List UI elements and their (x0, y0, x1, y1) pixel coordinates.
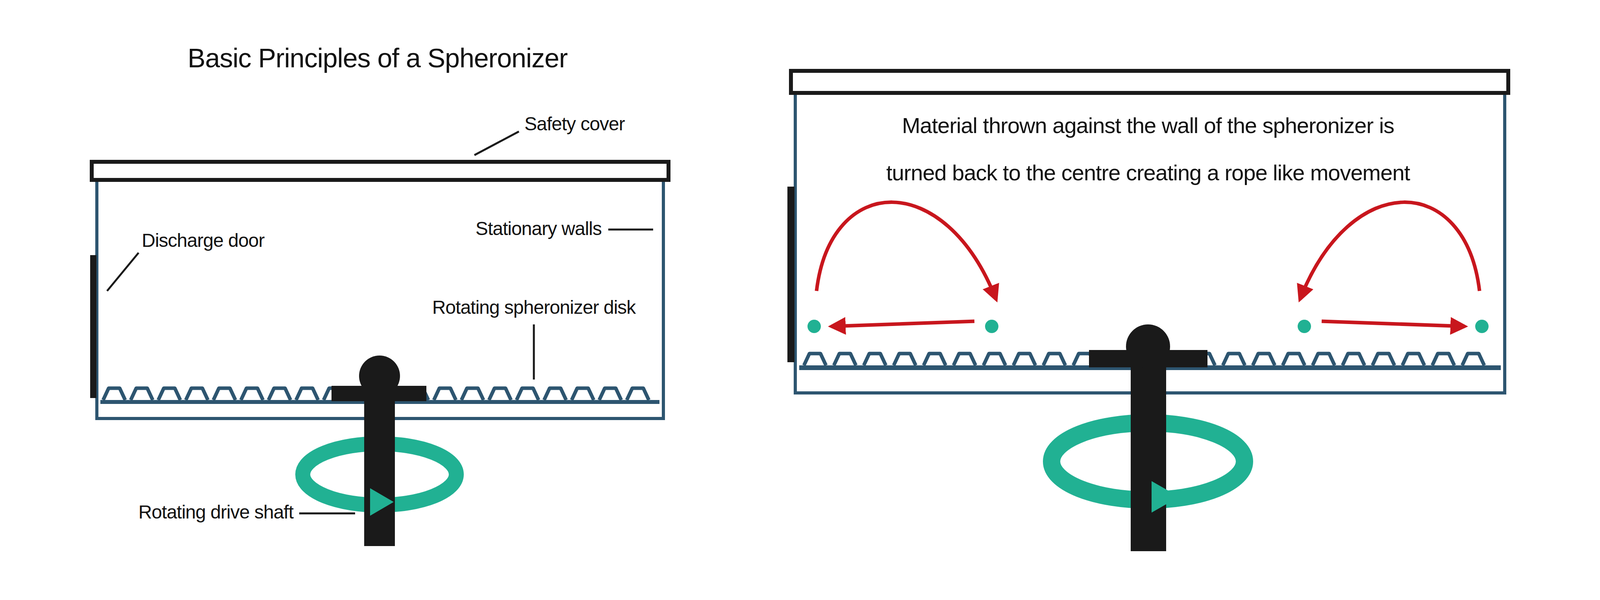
drive-shaft (364, 393, 395, 547)
throw-arrow (1321, 321, 1465, 327)
leader-line (107, 252, 139, 291)
disk-ridge (863, 353, 886, 366)
drive-shaft (1130, 362, 1167, 552)
leader-line (608, 228, 654, 231)
right-spheronizer (787, 70, 1509, 552)
explanatory-note: Material thrown against the wall of the … (801, 101, 1495, 197)
disk-ridge (1013, 353, 1036, 366)
disk-ridge (516, 388, 539, 400)
disk-ridge (1252, 353, 1275, 366)
material-particle (985, 319, 999, 334)
disk-ridge (803, 353, 826, 366)
part-label: Discharge door (141, 229, 265, 252)
part-label: Rotating drive shaft (138, 501, 294, 523)
safety-cover (790, 70, 1509, 93)
disk-ridge (626, 388, 649, 400)
disk-ridge (158, 388, 181, 400)
disk-ridge (1043, 353, 1066, 366)
disk-ridge (213, 388, 236, 400)
material-particle (1297, 319, 1312, 334)
part-label: Safety cover (524, 112, 625, 135)
disk-ridge (1462, 353, 1485, 366)
throw-arrow (831, 321, 975, 327)
disk-ridge (544, 388, 567, 400)
disk-ridge (833, 353, 856, 366)
discharge-door (787, 186, 795, 363)
disk-ridge (130, 388, 153, 400)
rotation-arrowhead (1151, 481, 1180, 513)
disk-ridge (1432, 353, 1455, 366)
leader-line (474, 131, 519, 156)
disk-ridge (488, 388, 512, 400)
disk-ridge (983, 353, 1006, 366)
left-spheronizer (90, 131, 669, 547)
hub-crossbar (1088, 350, 1208, 368)
disk-ridge (1282, 353, 1305, 366)
disk-ridge (461, 388, 484, 400)
stationary-walls (96, 180, 664, 419)
material-particle (1475, 319, 1489, 334)
part-label: Stationary walls (475, 217, 602, 240)
disk-ridge (923, 353, 946, 366)
hub-crossbar (331, 385, 427, 402)
material-motion (1297, 202, 1489, 334)
rotation-arrowhead (370, 488, 394, 516)
disk-ridge (571, 388, 594, 400)
disk-ridge (1402, 353, 1425, 366)
disk-ridge (296, 388, 319, 400)
material-particle (807, 319, 821, 334)
part-label: Rotating spheronizer disk (432, 296, 636, 319)
stationary-walls (795, 93, 1505, 393)
disk-ridge (599, 388, 622, 400)
disk-ridge (1312, 353, 1335, 366)
diagram-title: Basic Principles of a Spheronizer (187, 42, 568, 74)
safety-cover (91, 161, 669, 180)
material-motion (807, 202, 999, 334)
disk-ridge (1372, 353, 1395, 366)
disk-ridge (953, 353, 976, 366)
discharge-door (90, 255, 97, 399)
disk-ridge (240, 388, 263, 400)
rope-arrow (816, 202, 997, 300)
disk-ridge (1222, 353, 1245, 366)
disk-ridge (103, 388, 126, 400)
leader-line (299, 512, 356, 515)
disk-ridge (268, 388, 291, 400)
leader-line (533, 324, 536, 380)
disk-ridge (433, 388, 456, 400)
disk-ridge (1342, 353, 1365, 366)
disk-ridge (185, 388, 208, 400)
disk-ridge (893, 353, 916, 366)
rope-arrow (1300, 202, 1480, 300)
